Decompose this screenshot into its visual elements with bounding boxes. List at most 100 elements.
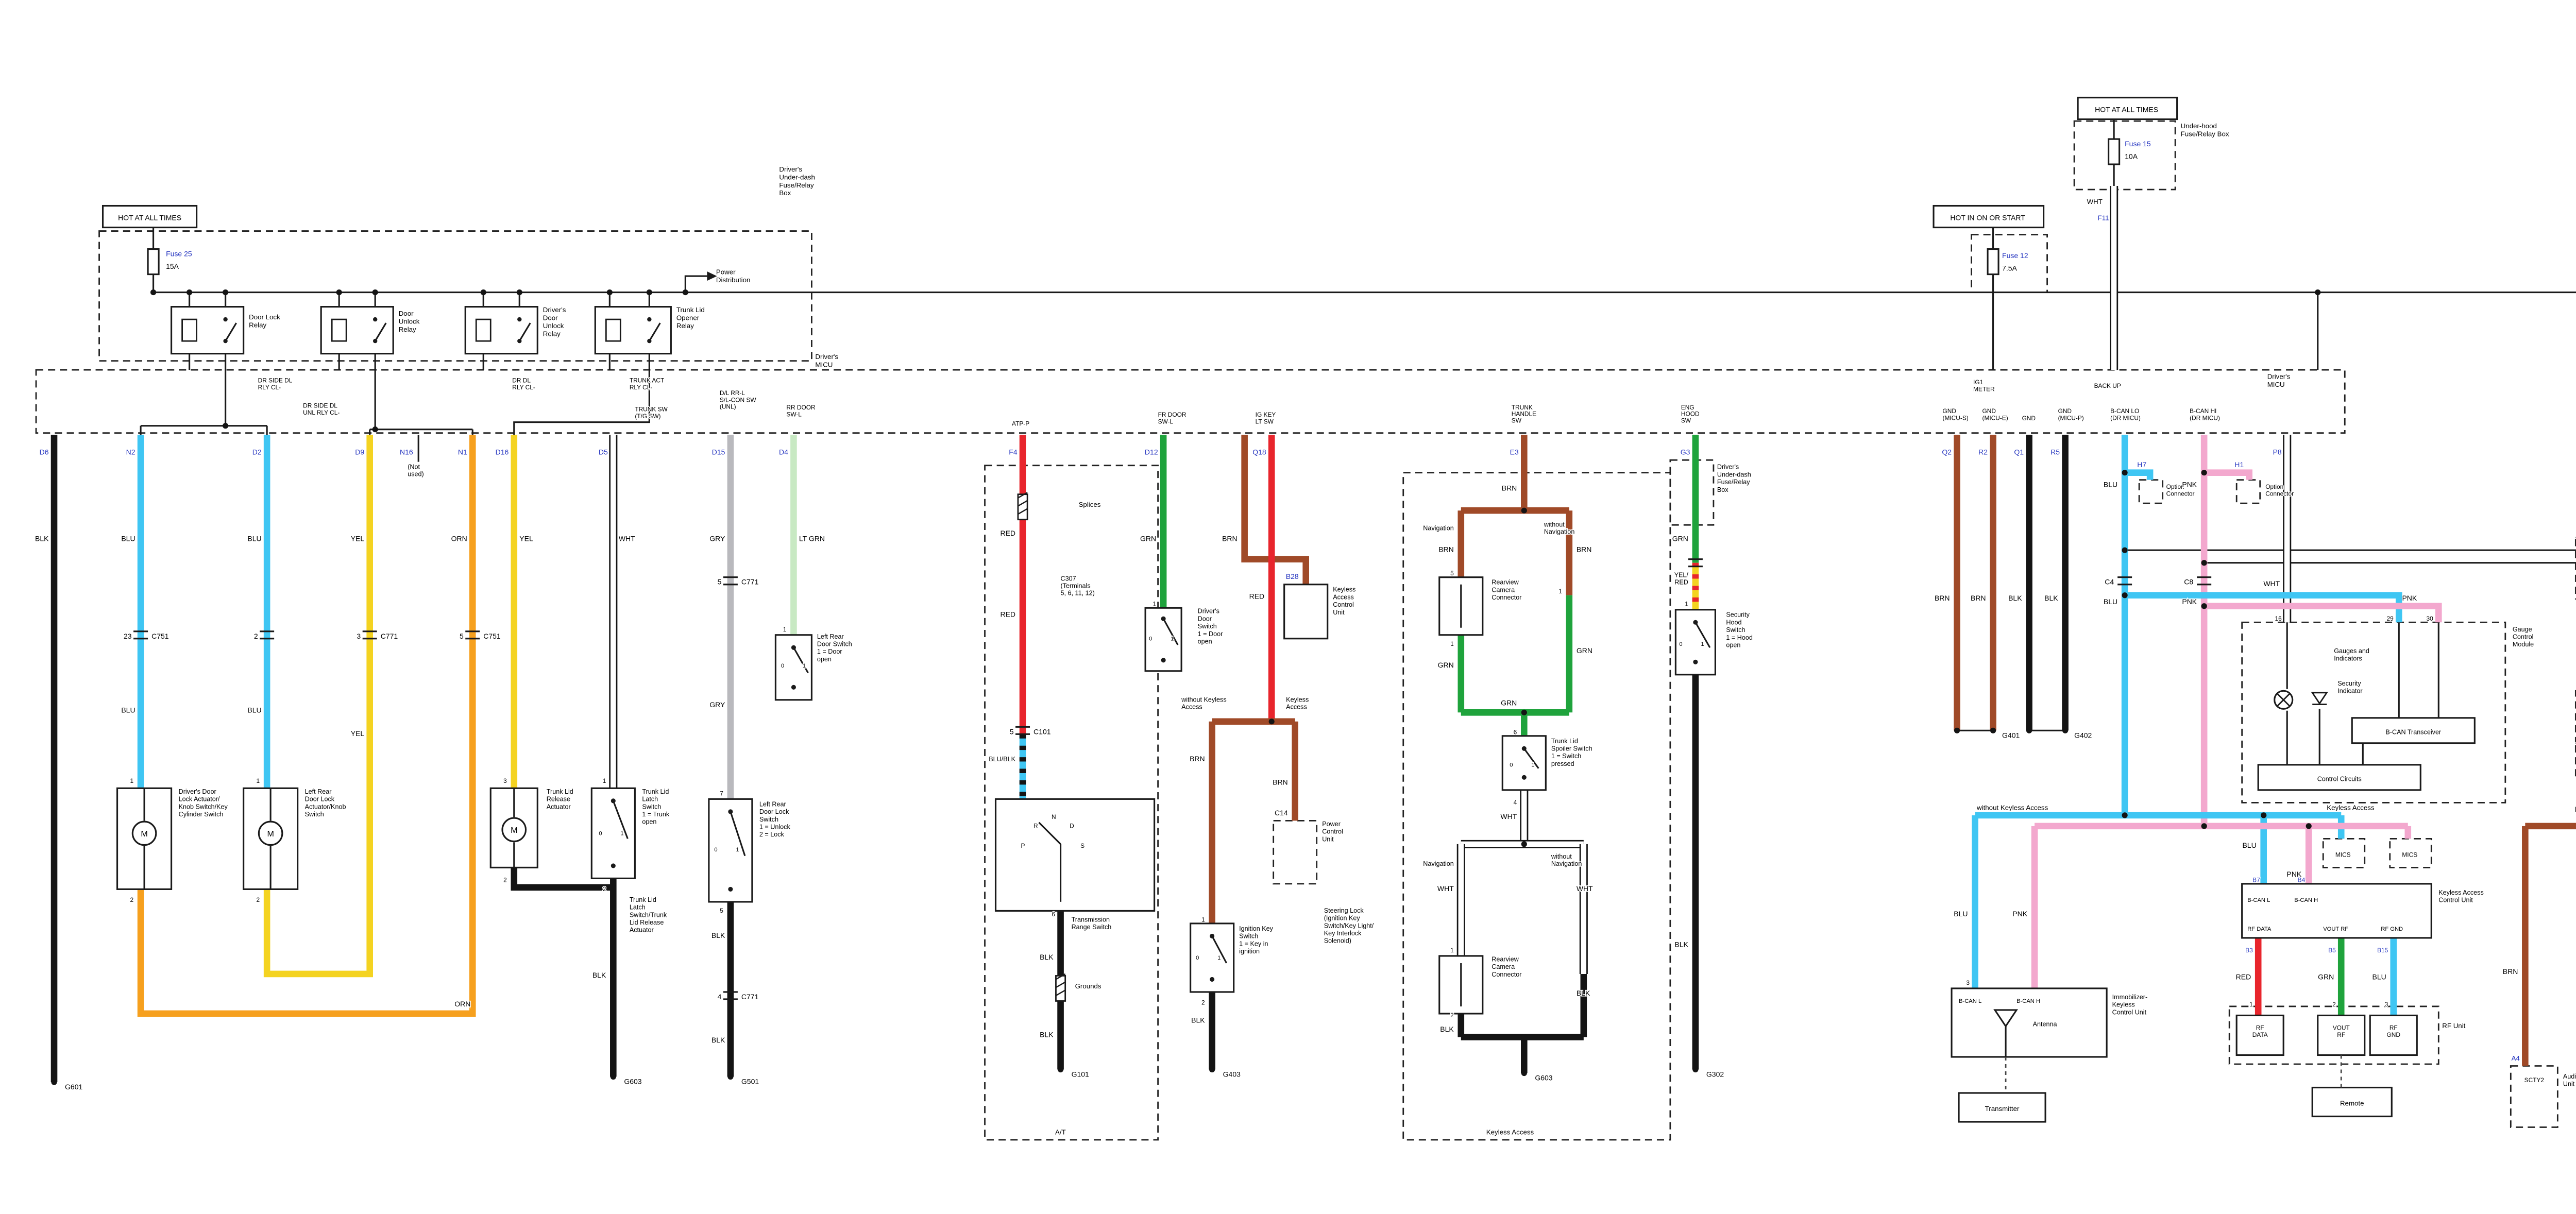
component-box (1501, 735, 1547, 791)
diagram-label: BLU (247, 706, 261, 714)
connector-id-label: Fuse 25 (166, 250, 192, 258)
connector-id-label: Q18 (1252, 448, 1266, 456)
diagram-label: GRN (1438, 661, 1454, 669)
diagram-label: RED (1000, 529, 1015, 537)
diagram-label: BLK (1040, 953, 1054, 961)
diagram-label: BRN (1577, 545, 1592, 554)
diagram-label: Keyless Access (1486, 1128, 1534, 1136)
diagram-label: C771 (741, 993, 759, 1001)
dashed-enclosure-box (1273, 819, 1318, 885)
diagram-label: 1 (1153, 601, 1156, 608)
diagram-label: C14 (1275, 809, 1288, 817)
connector-id-label: P8 (2273, 448, 2282, 456)
diagram-label: WHT (1437, 884, 1454, 893)
diagram-label: 1 (2249, 1001, 2253, 1008)
junction-dot (480, 289, 486, 296)
junction-dot (372, 289, 378, 296)
junction-dot (682, 289, 688, 296)
motor-icon (501, 817, 527, 843)
diagram-label: 0 (714, 847, 717, 853)
diagram-label: WHT (1577, 884, 1593, 893)
diagram-label: C8 (2184, 578, 2193, 586)
diagram-label: BLK (592, 971, 606, 979)
connector-id-label: B3 (2245, 947, 2253, 954)
splice-hatch (1055, 973, 1066, 980)
diagram-label: C4 (2105, 578, 2114, 586)
junction-dot (1521, 1034, 1527, 1040)
diagram-label: BLU (2242, 841, 2256, 849)
diagram-label: B-CAN Transceiver (2385, 728, 2441, 736)
diagram-label: 0 (781, 663, 784, 669)
diagram-label: BLK (2044, 594, 2058, 602)
junction-dot (2122, 812, 2128, 818)
diagram-label: BRN (1222, 535, 1238, 543)
diagram-label: G501 (741, 1078, 759, 1086)
diagram-label: 16 (2275, 615, 2282, 622)
connector-id-label: B28 (1286, 572, 1299, 580)
diagram-label: G401 (2002, 731, 2020, 739)
switch-arm-icon (1162, 618, 1179, 645)
connector-id-label: N1 (458, 448, 467, 456)
diagram-label: GRY (709, 700, 725, 709)
switch-terminal-dot (1693, 659, 1698, 664)
junction-dot (2306, 823, 2312, 829)
diagram-label: BLK (2008, 594, 2022, 602)
diagram-label: RED (2236, 972, 2251, 981)
connector-id-label: B7 (2252, 876, 2260, 883)
diagram-label: PNK (2182, 481, 2197, 489)
splice-hatch (1018, 492, 1028, 499)
diagram-label: 2 (1201, 999, 1205, 1006)
connector-id-label: D5 (599, 448, 608, 456)
diagram-label: without Keyless Access (1976, 803, 2048, 811)
connector-id-label: D4 (779, 448, 788, 456)
diagram-label: 4 (1514, 799, 1517, 806)
dashed-enclosure-box (2574, 690, 2576, 742)
wire-blu (2125, 592, 2402, 623)
diagram-label: G403 (1223, 1070, 1241, 1078)
diagram-label: 1 (1558, 588, 1562, 595)
diagram-label: C771 (381, 632, 398, 640)
component-box (2241, 883, 2432, 939)
diagram-label: Remote (2340, 1100, 2364, 1107)
splice-hatch (1018, 500, 1028, 507)
diagram-label: C751 (483, 632, 501, 640)
diagram-label: BLU (2104, 481, 2117, 489)
switch-terminal-dot (791, 685, 796, 690)
component-box (1951, 987, 2108, 1058)
connector-id-label: F4 (1009, 448, 1018, 456)
diagram-label: BRN (1935, 594, 1950, 602)
junction-dot (1209, 1066, 1215, 1073)
switch-terminal-dot (1161, 658, 1166, 663)
diagram-label: BLU (121, 535, 135, 543)
relay-coil-icon (181, 318, 198, 342)
diagram-label: YEL/RED (1674, 572, 1689, 586)
diagram-label: GRN (2318, 972, 2334, 981)
fuse-icon (147, 248, 160, 276)
diagram-label: HOT AT ALL TIMES (118, 214, 181, 222)
junction-dot (2026, 727, 2032, 733)
junction-dot (610, 884, 616, 891)
diagram-label: 0 (1679, 641, 1682, 647)
relay-coil-icon (475, 318, 492, 342)
splice-hatch (1055, 989, 1066, 997)
diagram-label: RF Unit (2442, 1022, 2465, 1030)
dashed-enclosure-box (98, 230, 812, 362)
connector-id-label: F11 (2098, 214, 2109, 222)
diagram-label: 1 (257, 777, 260, 784)
diagram-label: Keyless Access (2327, 803, 2375, 811)
relay-contact-dot (372, 317, 378, 322)
wire-brn (1241, 435, 1309, 585)
diagram-label: N (1052, 813, 1056, 820)
wire-pnk (2204, 469, 2252, 480)
